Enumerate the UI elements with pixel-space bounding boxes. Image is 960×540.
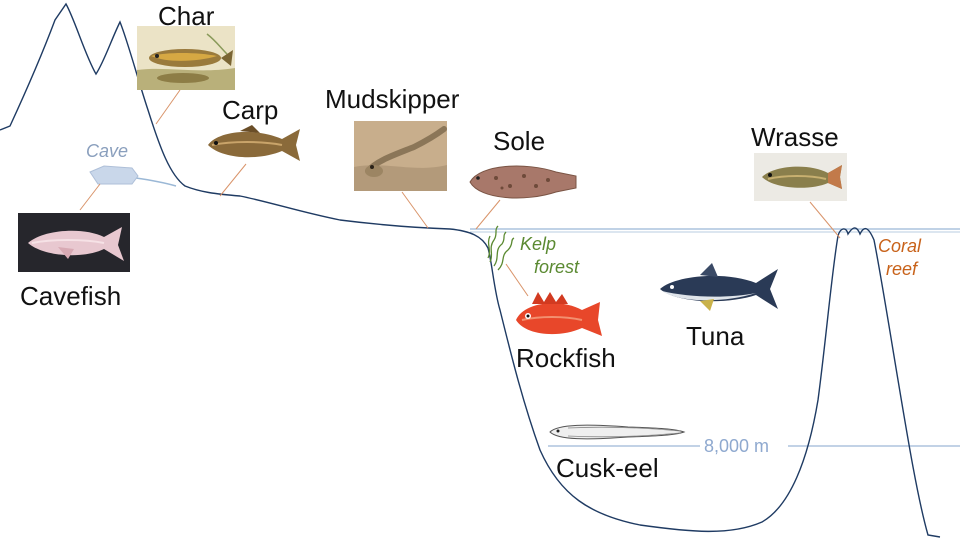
tuna-image	[656, 261, 782, 313]
depth-marker-label: 8,000 m	[704, 436, 770, 456]
leader-wrasse	[809, 201, 841, 239]
underground-river	[135, 177, 177, 187]
label-mudskipper: Mudskipper	[325, 84, 460, 114]
coral-line-2: reef	[886, 258, 918, 279]
leader-cavefish	[79, 183, 101, 211]
label-cavefish: Cavefish	[20, 281, 122, 311]
kelp-line-2: forest	[534, 256, 580, 277]
leader-char	[155, 89, 181, 125]
wrasse-image	[754, 153, 847, 201]
label-carp: Carp	[222, 95, 279, 125]
cave-shape	[89, 165, 139, 185]
terrain-profile	[0, 2, 941, 538]
char-image	[137, 26, 235, 90]
label-char: Char	[158, 1, 215, 31]
leader-lines	[79, 89, 841, 297]
label-rockfish: Rockfish	[516, 343, 616, 373]
leader-rockfish	[505, 263, 529, 297]
sole-image	[466, 160, 578, 202]
cusk-eel-image	[548, 420, 686, 444]
rockfish-image	[512, 290, 604, 342]
label-cusk-eel: Cusk-eel	[556, 453, 659, 483]
label-sole: Sole	[493, 126, 546, 156]
kelp-line-1: Kelp	[520, 234, 557, 254]
carp-image	[202, 123, 302, 165]
label-coral-reef: Coral reef	[878, 235, 921, 280]
coral-line-1: Coral	[878, 236, 922, 256]
leader-mudskipper	[401, 191, 429, 229]
leader-carp	[219, 163, 247, 197]
label-tuna: Tuna	[686, 321, 745, 351]
label-cave: Cave	[86, 141, 129, 161]
label-wrasse: Wrasse	[751, 122, 839, 152]
label-kelp-forest: Kelp forest	[520, 233, 579, 278]
kelp-icon	[487, 225, 515, 271]
mudskipper-image	[354, 121, 447, 191]
leader-sole	[475, 199, 501, 230]
cavefish-image	[18, 213, 130, 272]
